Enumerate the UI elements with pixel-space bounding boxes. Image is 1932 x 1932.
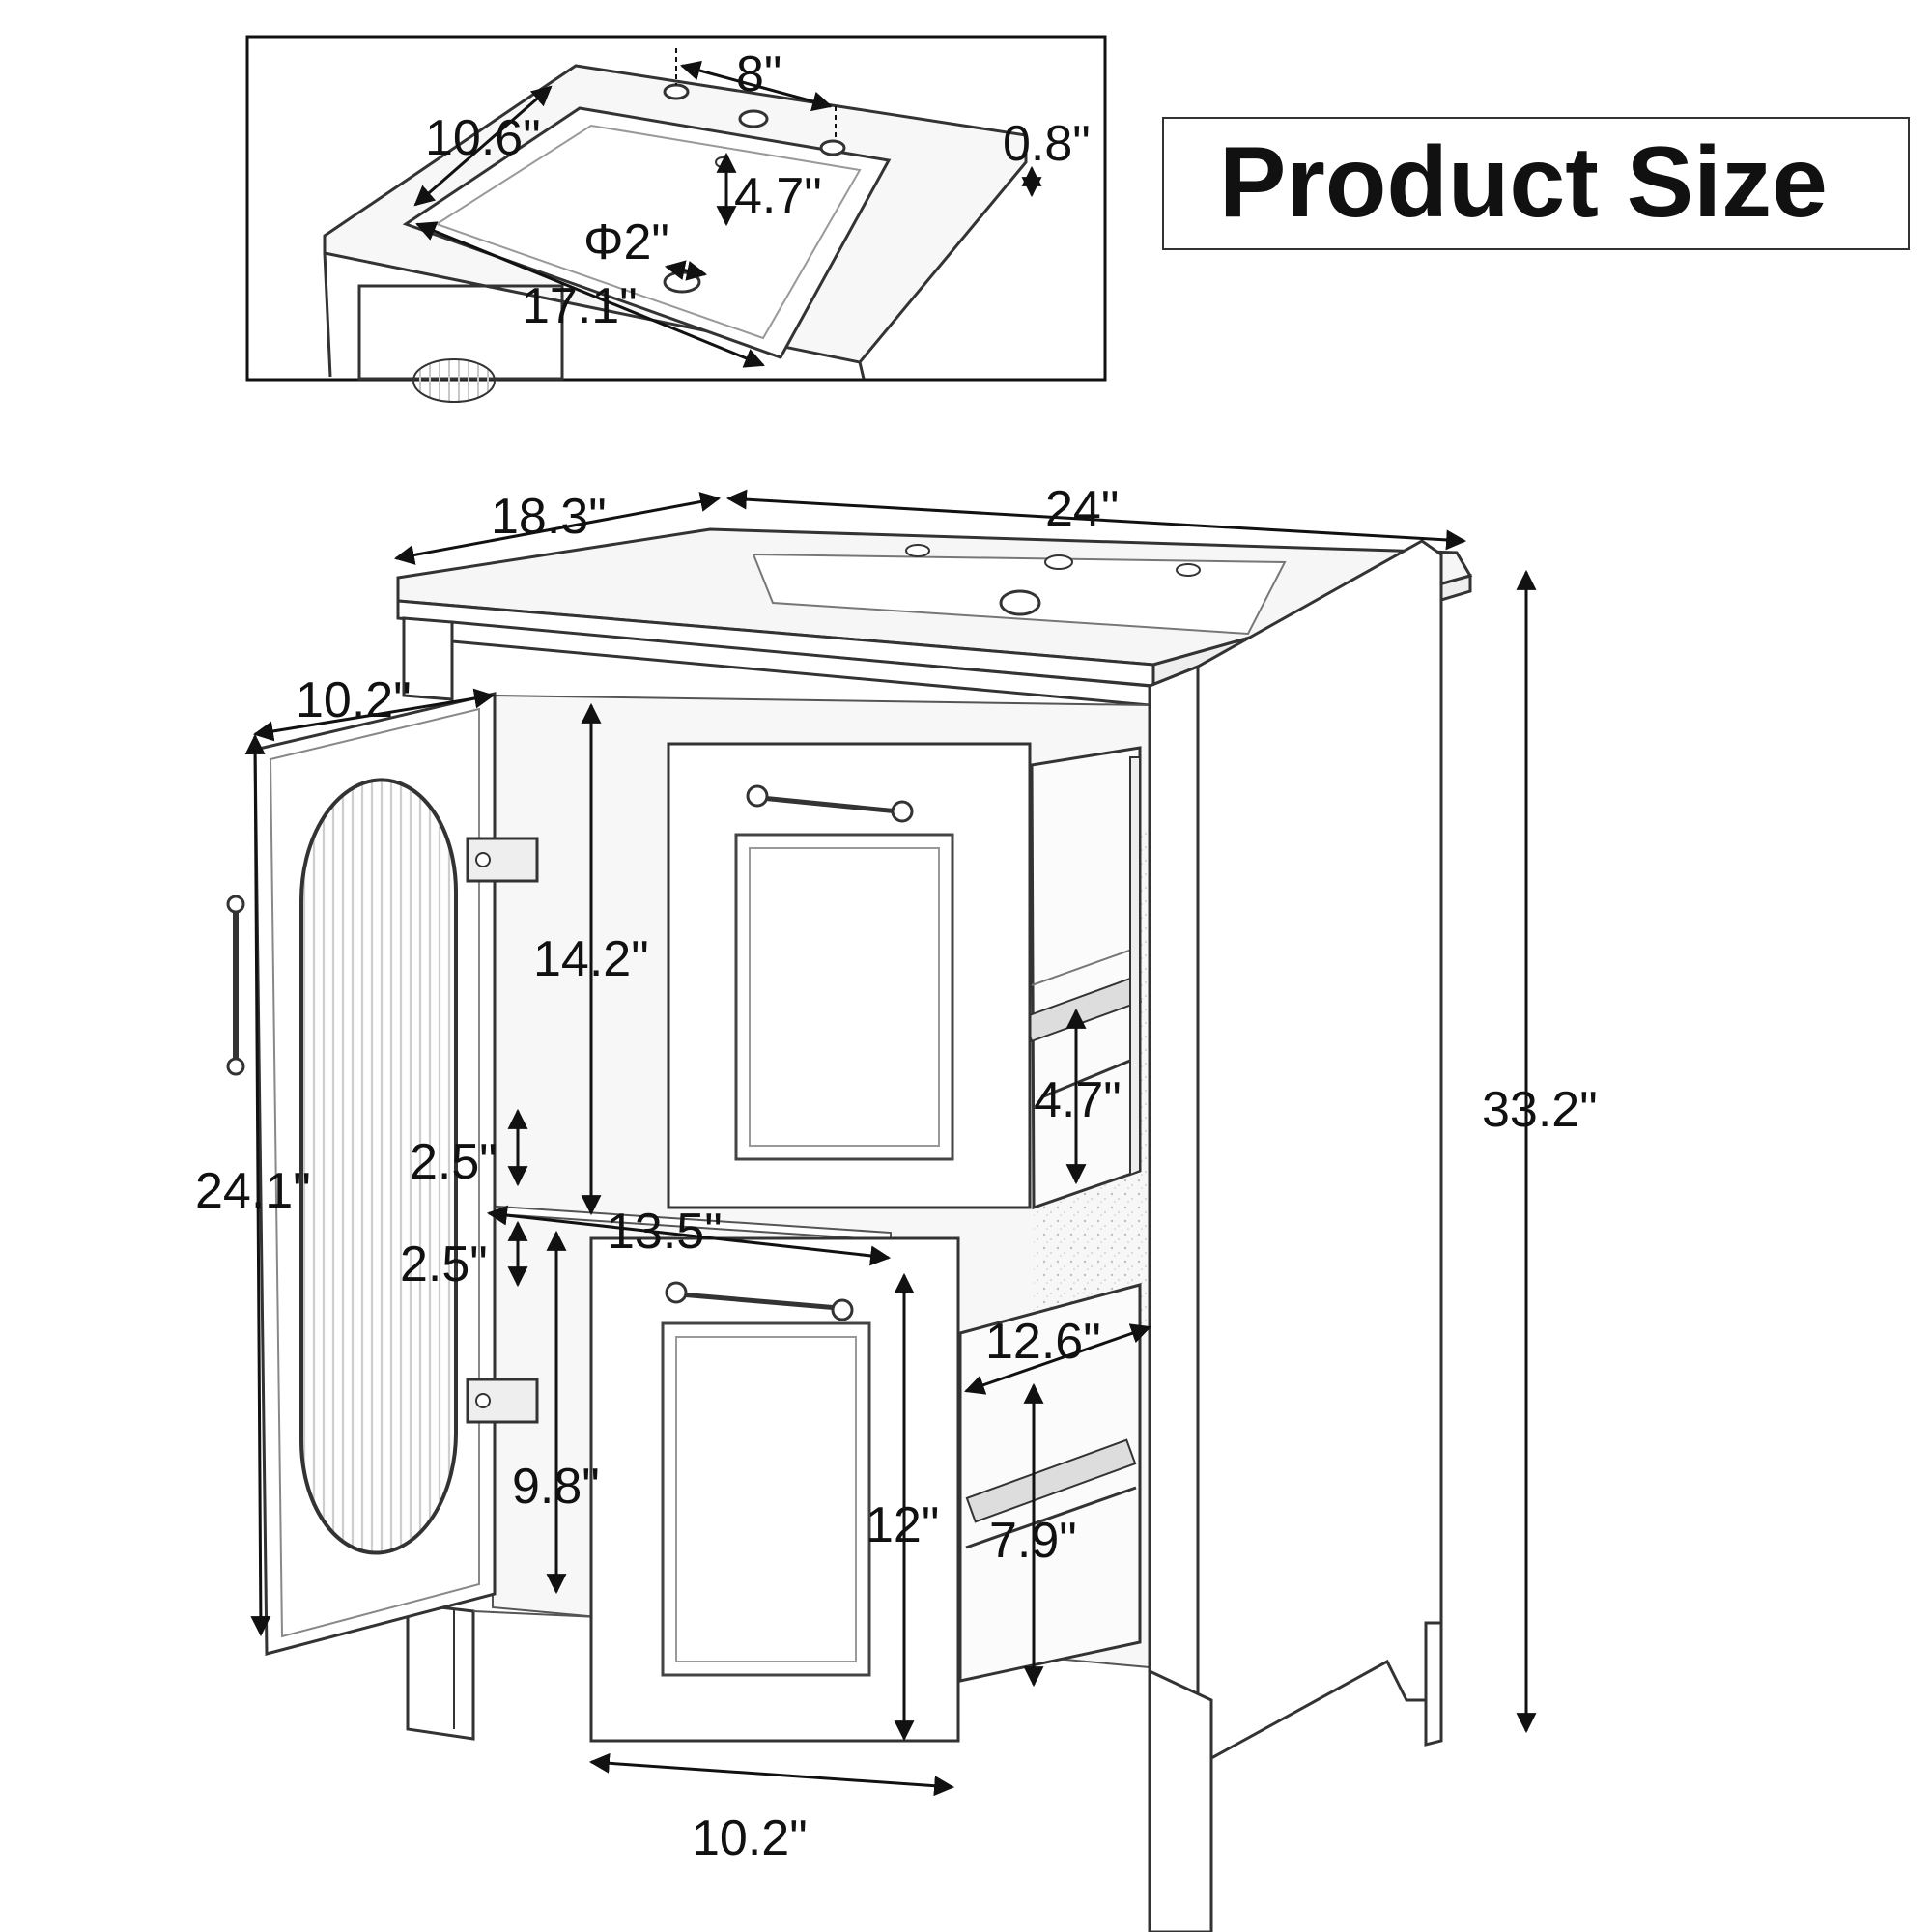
label-total-height: 33.2" — [1482, 1082, 1598, 1138]
leg-right-front — [1148, 1668, 1213, 1932]
faucet-hole-right — [819, 139, 846, 156]
vanity-cabinet — [226, 527, 1473, 1932]
lower-drawer-handle — [665, 1281, 854, 1321]
lower-hinge — [466, 1378, 539, 1424]
upper-drawer-box — [1030, 746, 1142, 1210]
label-drawer-front-width: 10.2" — [692, 1810, 808, 1866]
dim-line-drawer-front-width — [588, 1752, 955, 1797]
dim-line-drawer-depth — [964, 1323, 1151, 1395]
dimension-lines — [244, 489, 1537, 1797]
label-door-width: 10.2" — [296, 672, 412, 728]
label-lower-drawer-inner-height: 7.9" — [989, 1513, 1077, 1569]
leg-left-front — [406, 1602, 475, 1741]
lower-drawer-panel — [661, 1321, 871, 1677]
dim-line-width — [725, 489, 1467, 551]
upper-drawer-handle — [746, 784, 914, 823]
label-drain-diameter: Φ2" — [583, 214, 669, 270]
label-inner-width: 13.5" — [607, 1204, 723, 1260]
door-fluted-glass — [299, 778, 458, 1555]
label-upper-drawer-height: 4.7" — [1034, 1072, 1122, 1128]
label-top-thickness: 0.8" — [1003, 116, 1091, 172]
label-drawer-depth: 12.6" — [985, 1314, 1101, 1370]
title-box: Product Size — [1162, 117, 1910, 250]
leg-right-back — [1424, 1621, 1443, 1747]
faucet-hole-left — [663, 83, 690, 100]
label-shelf-gap-upper: 2.5" — [410, 1134, 497, 1190]
label-depth: 18.3" — [491, 489, 607, 545]
dim-line-depth — [393, 492, 722, 565]
upper-drawer-panel — [734, 833, 954, 1161]
dimension-labels: 18.3" 24" 33.2" 10.2" 24.1" 14.2" 2.5" 2… — [195, 481, 1598, 1866]
label-basin-depth: 10.6" — [425, 110, 541, 166]
label-lower-drawer-front-height: 12" — [866, 1497, 939, 1553]
drain-hole — [663, 270, 701, 294]
upper-hinge — [466, 837, 539, 883]
label-basin-width: 17.1" — [522, 278, 638, 334]
dim-line-door-height — [244, 733, 271, 1637]
label-door-height: 24.1" — [195, 1163, 311, 1219]
dim-line-faucet-spacing — [679, 60, 834, 112]
door-handle — [226, 895, 245, 1076]
label-faucet-spacing: 8" — [736, 46, 781, 102]
label-lower-cabinet-height: 9.8" — [512, 1459, 600, 1515]
label-cabinet-upper-height: 14.2" — [533, 931, 649, 987]
faucet-hole-center — [738, 109, 769, 128]
page-title: Product Size — [1219, 127, 1828, 239]
dim-line-basin-width — [415, 221, 765, 368]
label-shelf-gap-lower: 2.5" — [400, 1236, 488, 1293]
dim-line-basin-depth — [413, 85, 553, 207]
label-faucet-to-basin: 4.7" — [734, 168, 822, 224]
dim-line-inner-width — [486, 1205, 892, 1266]
label-width: 24" — [1045, 481, 1119, 537]
dim-line-door-width — [252, 688, 496, 742]
cabinet-right-side — [1148, 539, 1443, 1932]
sink-detail-inset: 8" 10.6" 0.8" 4.7" Φ2" 17.1" — [245, 35, 1107, 403]
